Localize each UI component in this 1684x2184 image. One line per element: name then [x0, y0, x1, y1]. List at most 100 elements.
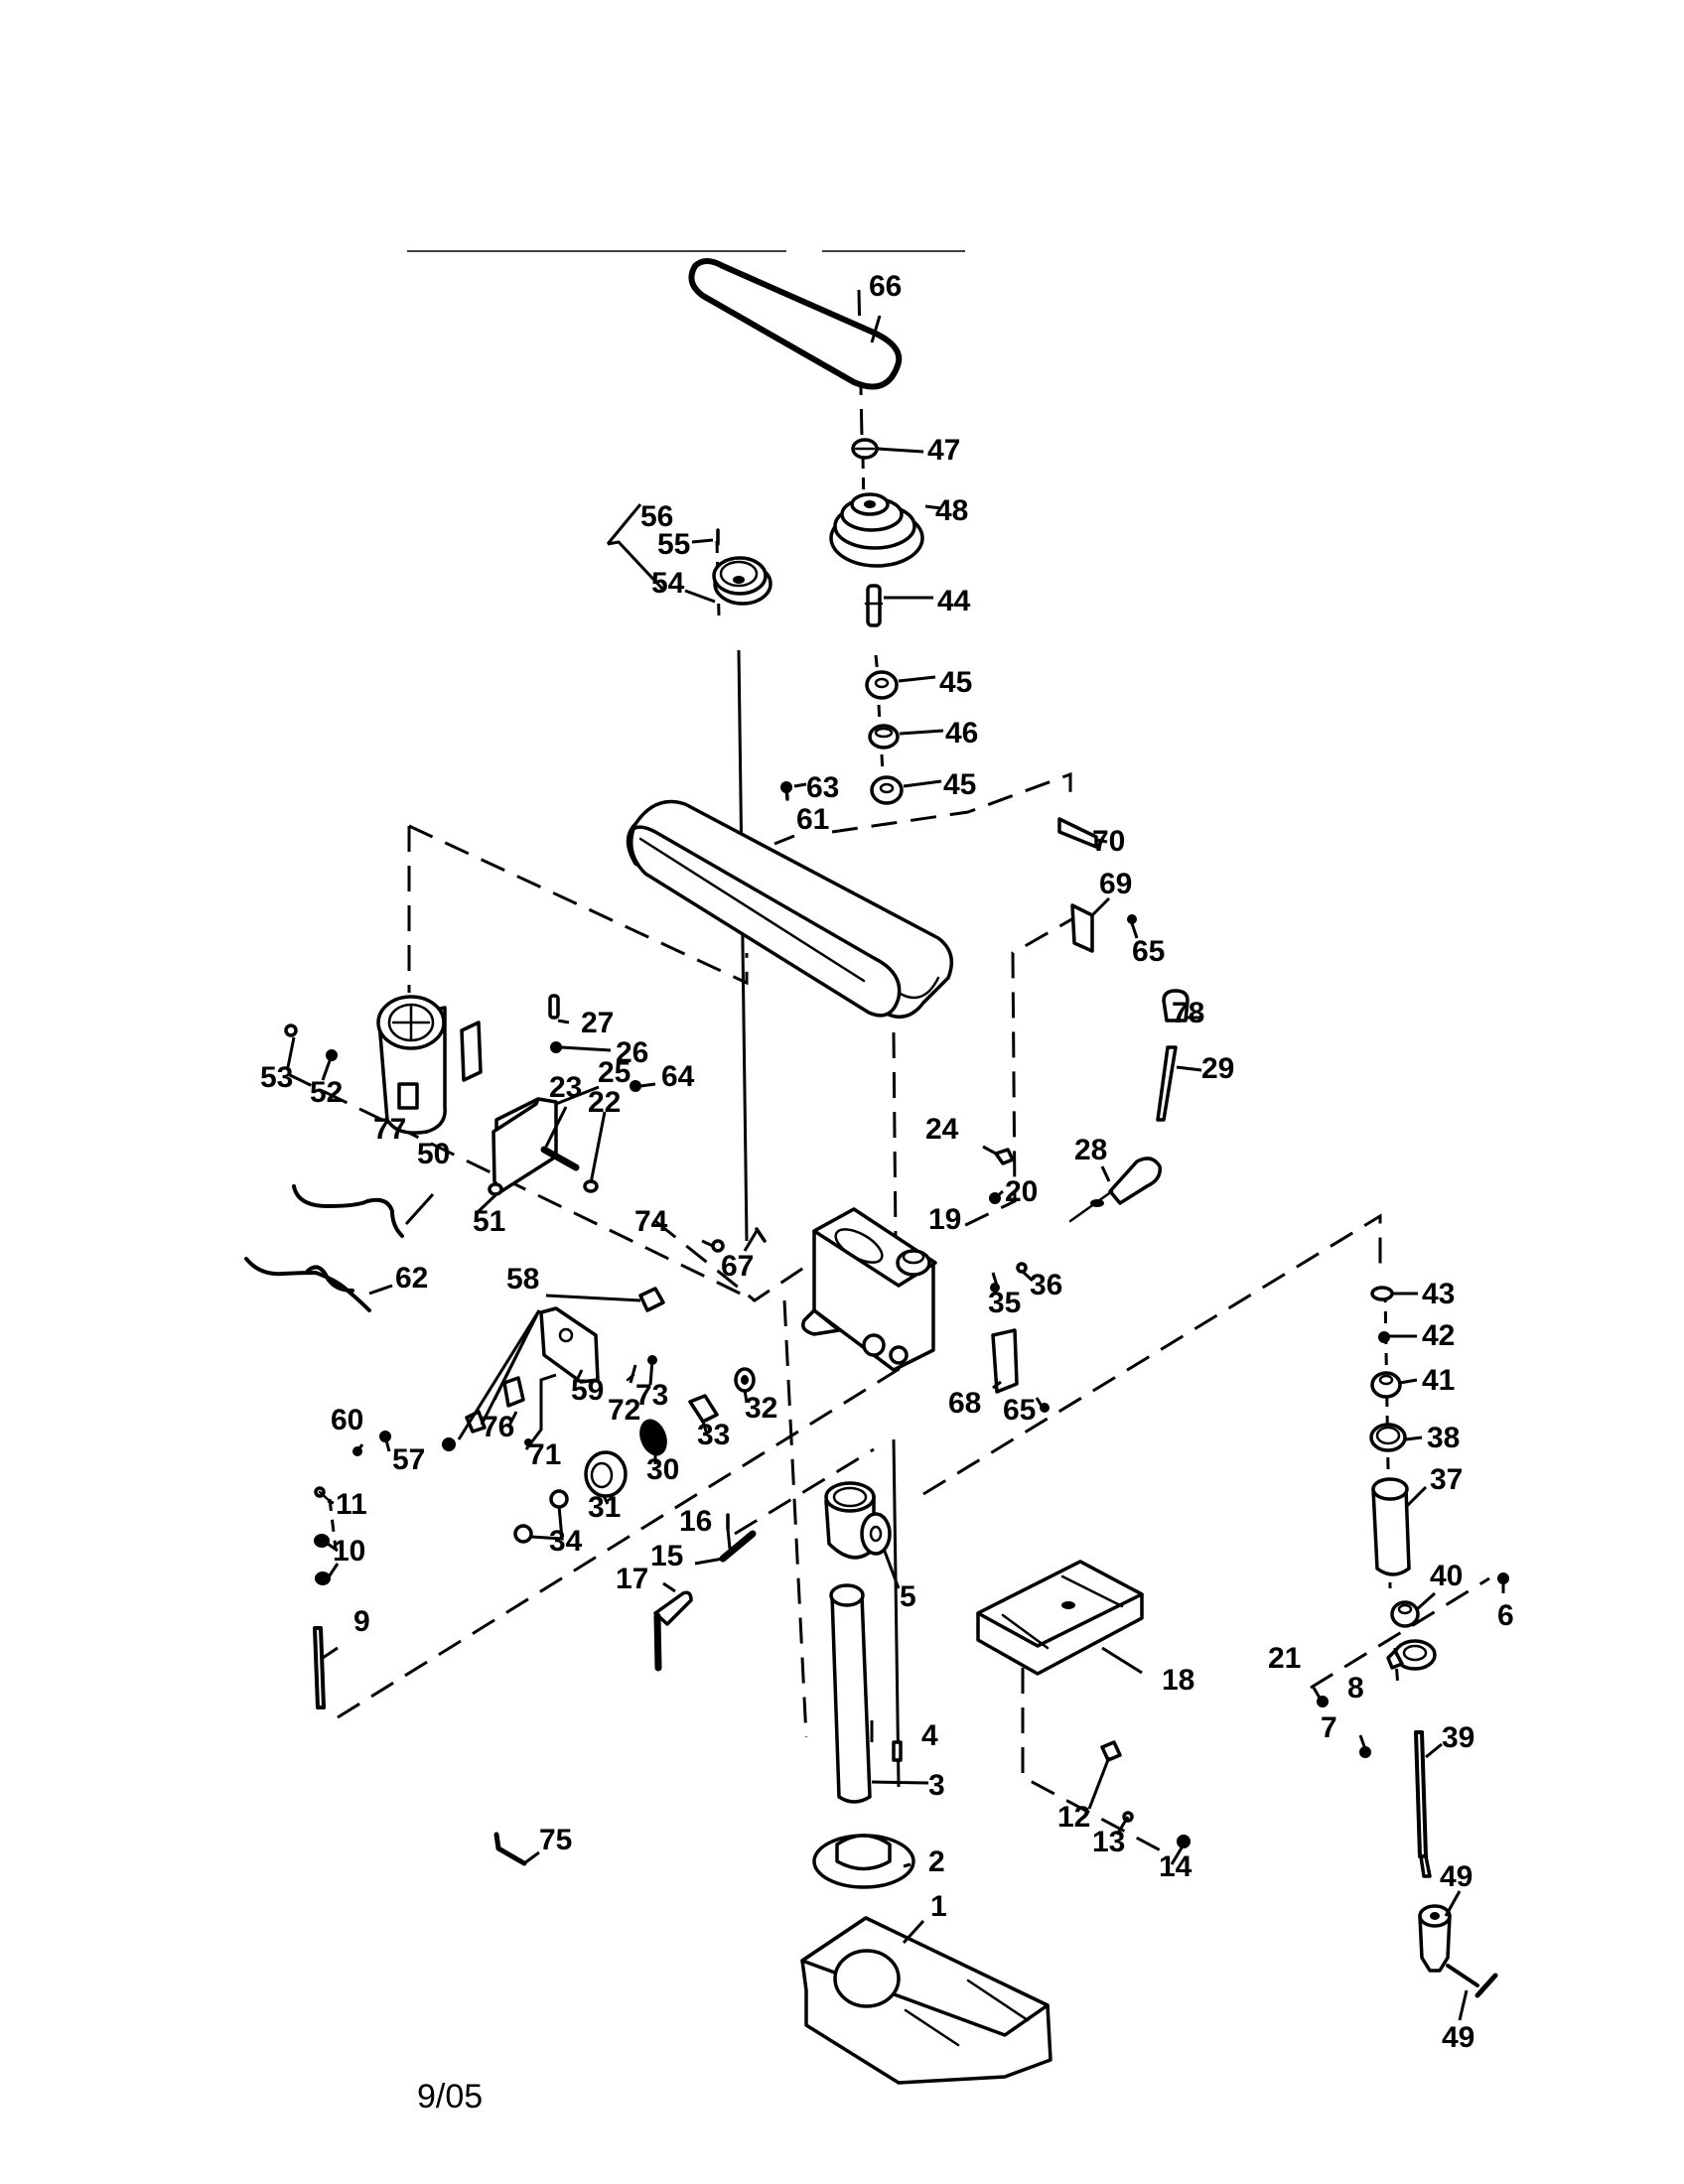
pulley-nut[interactable]	[851, 438, 879, 460]
head-casting[interactable]	[801, 1207, 937, 1372]
callout-part-4: 4	[921, 1719, 938, 1752]
washer-42[interactable]	[1378, 1331, 1390, 1343]
callout-part-13: 13	[1092, 1826, 1125, 1858]
callout-part-52: 52	[310, 1076, 343, 1109]
screw-67[interactable]	[755, 1227, 767, 1243]
feed-shaft[interactable]	[1068, 1157, 1162, 1223]
spindle-pulley[interactable]	[829, 492, 924, 568]
ball-bearing-lower[interactable]	[870, 775, 904, 805]
callout-part-36: 36	[1030, 1269, 1062, 1301]
washer-32[interactable]	[734, 1367, 756, 1393]
feed-knob[interactable]	[1162, 989, 1190, 1023]
assembly-line-column-clamp	[892, 1438, 901, 1788]
bracket-washer[interactable]	[550, 1041, 562, 1053]
guard-screw[interactable]	[630, 1080, 641, 1092]
return-spring[interactable]	[636, 1417, 671, 1458]
rubber-washer[interactable]	[1369, 1423, 1407, 1452]
callout-part-12: 12	[1057, 1801, 1090, 1834]
callout-part-40: 40	[1430, 1560, 1463, 1592]
motor[interactable]	[376, 995, 483, 1135]
callout-part-57: 57	[392, 1443, 425, 1476]
spring-seat[interactable]	[688, 1394, 719, 1424]
callout-part-28: 28	[1074, 1134, 1107, 1166]
tension-bolt[interactable]	[540, 1146, 580, 1171]
pulley-insert[interactable]	[864, 584, 884, 627]
label-69[interactable]	[1070, 903, 1094, 953]
depth-rod[interactable]	[313, 1626, 326, 1709]
table-lock-handle[interactable]	[653, 1590, 693, 1672]
depth-stop-collar[interactable]	[1386, 1639, 1437, 1671]
callout-part-73: 73	[635, 1379, 668, 1412]
bracket-nut[interactable]	[488, 1182, 503, 1196]
switch-assembly[interactable]	[638, 1287, 665, 1312]
ball-bearing-40[interactable]	[1390, 1600, 1420, 1628]
table[interactable]	[976, 1560, 1144, 1676]
table-bracket[interactable]	[824, 1481, 892, 1560]
retaining-ring[interactable]	[1370, 1286, 1394, 1301]
label-70[interactable]	[1057, 817, 1098, 849]
quill[interactable]	[1371, 1477, 1411, 1576]
callout-part-33: 33	[697, 1419, 730, 1451]
feed-handle[interactable]	[1156, 1045, 1178, 1122]
assembly-line-head-to-column	[782, 1299, 808, 1738]
pointer[interactable]	[314, 1486, 332, 1503]
assembly-line-quill-to-head	[922, 1213, 1382, 1496]
assembly-line-spindle-to-head	[892, 1031, 898, 1242]
callout-part-16: 16	[679, 1505, 712, 1538]
switch-fastener[interactable]	[442, 1437, 456, 1451]
spring-cover[interactable]	[584, 1450, 628, 1498]
callout-part-6: 6	[1497, 1599, 1514, 1632]
spindle[interactable]	[1414, 1730, 1432, 1878]
spring-cap[interactable]	[896, 1249, 931, 1277]
motor-bracket[interactable]	[491, 1097, 558, 1193]
guard-knob-screw[interactable]	[780, 781, 792, 801]
motor-bolt[interactable]	[284, 1024, 298, 1037]
callout-part-25: 25	[598, 1056, 631, 1089]
callout-part-37: 37	[1430, 1463, 1463, 1496]
strain-relief[interactable]	[465, 1376, 525, 1433]
lock-handle[interactable]	[994, 1148, 1015, 1165]
callout-part-19: 19	[928, 1203, 961, 1236]
set-screw-36[interactable]	[1016, 1262, 1028, 1274]
rivet-upper[interactable]	[1127, 914, 1137, 924]
callout-part-58: 58	[506, 1263, 539, 1296]
motor-pulley[interactable]	[712, 556, 772, 606]
chuck-key[interactable]	[1446, 1964, 1498, 1998]
bolt-14[interactable]	[1177, 1835, 1191, 1848]
callout-part-64: 64	[661, 1060, 695, 1093]
callout-part-15: 15	[650, 1540, 683, 1572]
depth-nuts[interactable]	[314, 1534, 331, 1585]
belt-guard[interactable]	[626, 799, 954, 1019]
assembly-line-labels-70	[831, 771, 1072, 834]
callout-part-42: 42	[1422, 1319, 1455, 1352]
label-68[interactable]	[991, 1328, 1019, 1394]
column[interactable]	[829, 1583, 872, 1804]
callout-part-62: 62	[395, 1262, 428, 1295]
switch-plate[interactable]	[539, 1306, 600, 1384]
spacer[interactable]	[868, 724, 900, 750]
column-flange[interactable]	[812, 1834, 915, 1889]
v-belt[interactable]	[688, 258, 903, 390]
callout-part-8: 8	[1347, 1672, 1364, 1705]
column-set-screw[interactable]	[892, 1740, 903, 1762]
base[interactable]	[800, 1916, 1052, 2085]
callout-part-43: 43	[1422, 1278, 1455, 1310]
callout-part-49a: 49	[1440, 1860, 1473, 1893]
power-cord[interactable]	[244, 1257, 371, 1312]
callout-part-11: 11	[336, 1488, 367, 1521]
motor-cord[interactable]	[292, 1184, 404, 1238]
callout-part-51: 51	[473, 1205, 505, 1238]
callout-part-76: 76	[482, 1411, 514, 1443]
hex-wrench[interactable]	[493, 1832, 527, 1866]
spring-nuts[interactable]	[513, 1489, 569, 1544]
bracket-bolt[interactable]	[548, 994, 560, 1020]
callout-part-35: 35	[988, 1287, 1021, 1319]
footer-date: 9/05	[417, 2078, 483, 2116]
assembly-line-depth-nuts	[328, 1498, 338, 1550]
bevel-scale[interactable]	[719, 1530, 757, 1563]
ball-bearing-41[interactable]	[1370, 1371, 1402, 1399]
ball-bearing-upper[interactable]	[865, 670, 899, 700]
callout-part-70: 70	[1092, 825, 1125, 858]
chuck[interactable]	[1418, 1904, 1452, 1973]
bevel-pin[interactable]	[1100, 1740, 1122, 1762]
